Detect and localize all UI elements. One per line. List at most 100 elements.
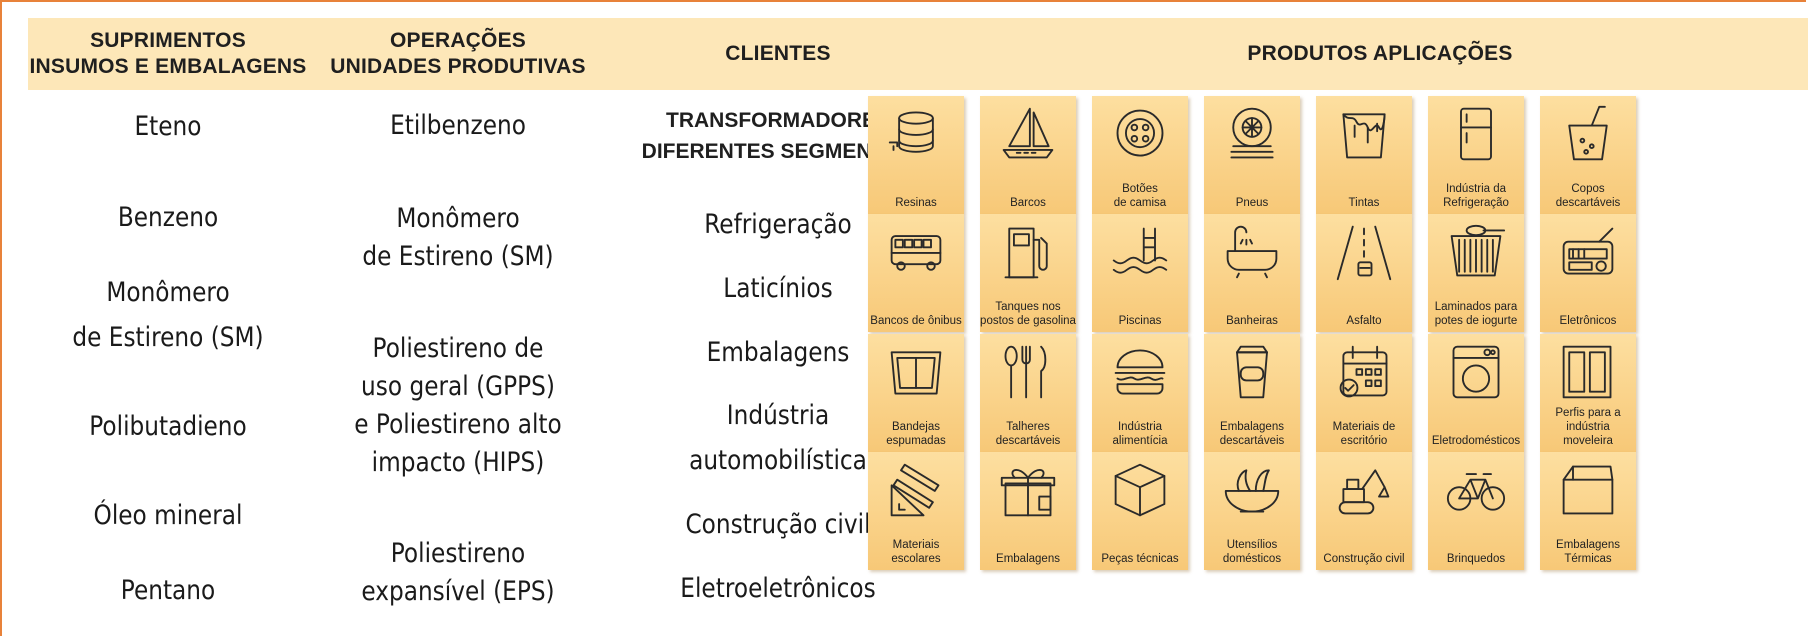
tire-icon [1230,107,1274,159]
product-label: Barcos [1010,197,1046,209]
product-label: Botões de camisa [1113,183,1167,209]
bowl-icon [1224,469,1280,513]
product-label: Perfis para a indústria moveleira [1555,407,1621,447]
client-item: Refrigeração [704,209,852,240]
product-label: Eletrônicos [1559,315,1617,327]
product-label: Tintas [1348,197,1380,209]
supply-item: Eteno [134,111,202,142]
product-tile: Embalagens [980,452,1076,570]
product-label: Embalagens descartáveis [1219,421,1285,447]
gift-box-icon [1000,469,1056,517]
road-icon [1336,225,1392,281]
product-label: Materiais escolares [891,539,941,565]
bicycle-icon [1446,473,1506,511]
paint-bucket-icon [1342,113,1386,159]
product-label: Talheres descartáveis [995,421,1061,447]
operation-item: Poliestireno [390,538,526,569]
foam-tray-icon [890,351,942,395]
pool-icon [1112,227,1168,274]
product-label: Pneus [1235,197,1269,209]
thermal-box-icon [1562,465,1614,515]
product-label: Indústria alimentícia [1112,421,1168,447]
product-tile: Barcos [980,96,1076,214]
operation-item: expansível (EPS) [361,576,555,607]
product-tile: Asfalto [1316,214,1412,332]
product-tile: Bancos de ônibus [868,214,964,332]
product-tile: Materiais de escritório [1316,334,1412,452]
product-label: Resinas [895,197,937,209]
product-tile: Indústria da Refrigeração [1428,96,1524,214]
product-label: Utensílios domésticos [1222,539,1282,565]
header-produtos: PRODUTOS APLICAÇÕES [1247,42,1513,65]
product-tile: Eletrônicos [1540,214,1636,332]
product-label: Materiais de escritório [1332,421,1396,447]
product-tile: Brinquedos [1428,452,1524,570]
burger-icon [1114,349,1166,395]
product-label: Embalagens [996,553,1060,565]
client-item: Embalagens [706,337,850,368]
product-tile: Eletrodomésticos [1428,334,1524,452]
product-tile: Indústria alimentícia [1092,334,1188,452]
refrigerator-icon [1460,107,1492,161]
supply-item: Monômero [106,277,230,308]
product-tile: Tanques nos postos de gasolina [980,214,1076,332]
sailboat-icon [1002,107,1054,159]
radio-icon [1562,227,1614,275]
product-label: Bancos de ônibus [870,315,962,327]
segment-header-line-1: TRANSFORMADORES [666,109,890,132]
button-icon [1116,109,1164,157]
product-label: Construção civil [1323,553,1405,565]
header-suprimentos: SUPRIMENTOS INSUMOS E EMBALAGENS [29,29,307,78]
product-tile: Materiais escolares [868,452,964,570]
cutlery-icon [1004,345,1047,399]
product-tile: Talheres descartáveis [980,334,1076,452]
bus-icon [890,235,942,271]
product-tile: Copos descartáveis [1540,96,1636,214]
coffee-cup-icon [1236,345,1268,399]
calendar-icon [1339,345,1388,398]
supply-item: Benzeno [117,202,219,233]
product-tile: Banheiras [1204,214,1300,332]
cube-icon [1114,463,1166,517]
client-item: Laticínios [723,273,833,304]
product-label: Copos descartáveis [1555,183,1621,209]
header-clientes: CLIENTES [725,42,831,65]
client-item: automobilística [689,445,867,476]
product-tile: Piscinas [1092,214,1188,332]
operation-item: de Estireno (SM) [362,241,554,272]
segment-header-line-2: DIFERENTES SEGMENTOS [641,140,915,163]
product-label: Bandejas espumadas [886,421,946,447]
product-tile: Resinas [868,96,964,214]
cup-icon [1568,105,1608,161]
header-operacoes: OPERAÇÕES UNIDADES PRODUTIVAS [330,29,586,78]
product-label: Brinquedos [1446,553,1506,565]
supply-item: Polibutadieno [89,411,247,442]
product-label: Piscinas [1118,315,1162,327]
operation-item: Etilbenzeno [390,110,526,141]
product-tile: Embalagens Térmicas [1540,452,1636,570]
product-tile: Botões de camisa [1092,96,1188,214]
bathtub-icon [1226,225,1278,279]
product-label: Tanques nos postos de gasolina [980,301,1076,327]
client-item: Construção civil [685,509,871,540]
product-tile: Embalagens descartáveis [1204,334,1300,452]
product-tile: Construção civil [1316,452,1412,570]
product-label: Embalagens Térmicas [1556,539,1620,565]
operation-item: Monômero [396,203,520,234]
product-tile: Perfis para a indústria moveleira [1540,334,1636,452]
product-label: Indústria da Refrigeração [1443,183,1509,209]
product-tile: Pneus [1204,96,1300,214]
client-item: Indústria [726,400,830,431]
operation-item: e Poliestireno alto [354,409,562,440]
client-item: Eletroeletrônicos [680,573,876,604]
excavator-icon [1338,469,1390,515]
school-supplies-icon [890,463,940,517]
product-tile: Bandejas espumadas [868,334,964,452]
product-tile: Utensílios domésticos [1204,452,1300,570]
operation-item: uso geral (GPPS) [361,371,555,402]
washing-machine-icon [1452,345,1500,399]
product-label: Banheiras [1226,315,1278,327]
furniture-profile-icon [1562,345,1612,399]
product-label: Laminados para potes de iogurte [1434,301,1518,327]
